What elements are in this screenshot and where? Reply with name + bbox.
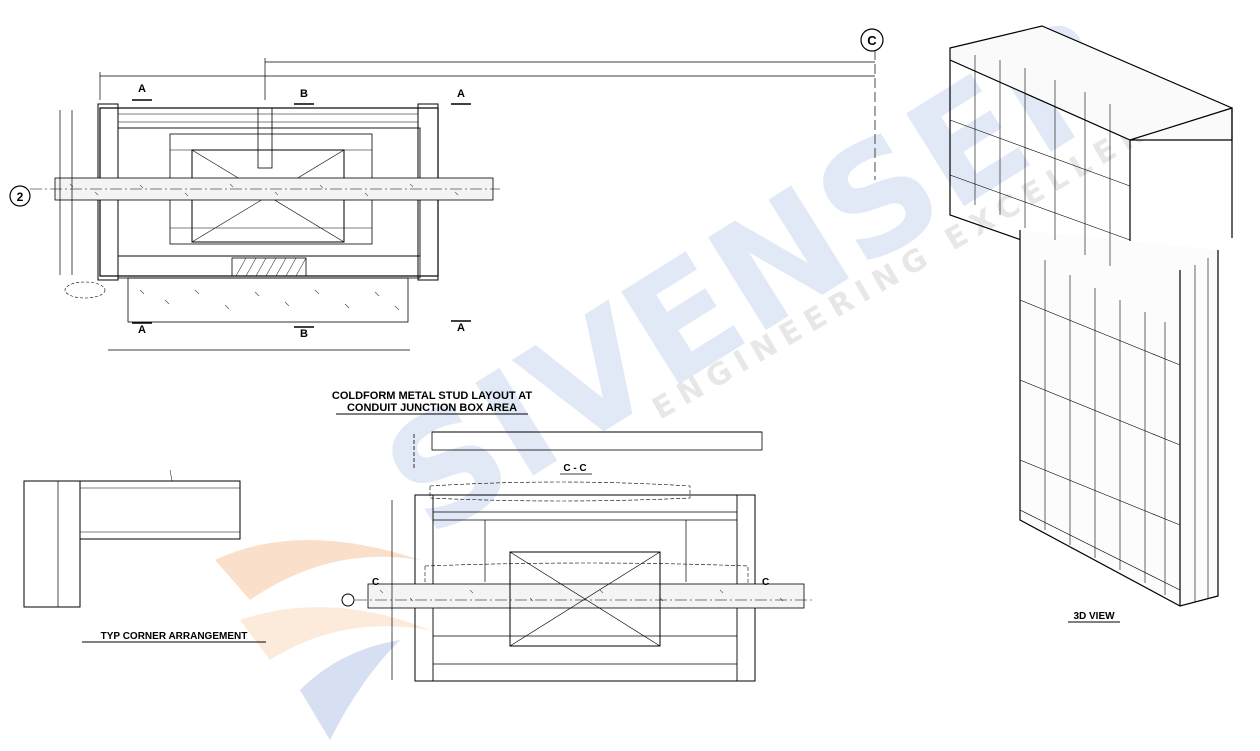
section-c-c: C - C [413, 431, 763, 475]
cloud-top [429, 481, 691, 502]
gridline-c-label: C [867, 33, 877, 48]
section-title: C - C [563, 463, 586, 474]
hatched-patch [231, 257, 307, 277]
junction-box-lower [509, 551, 661, 647]
gridline-c-bubble [860, 28, 884, 52]
watermark-swoosh-orange [215, 540, 420, 600]
plan-title-line2: CONDUIT JUNCTION BOX AREA [347, 402, 517, 414]
frame-3d-view [949, 25, 1233, 607]
view3d-title: 3D VIEW [1073, 611, 1115, 622]
corner-detail [23, 469, 241, 608]
gridline-2-bubble-lower [341, 593, 355, 607]
cloud-mid [424, 562, 749, 588]
callout-cloud [64, 281, 106, 299]
section-b-top: B [300, 88, 308, 100]
gridline-2-bubble [9, 185, 31, 207]
gridline-2-label: 2 [17, 190, 24, 204]
section-a-bottom-right: A [457, 322, 465, 334]
section-a-top-right: A [457, 88, 465, 100]
plan-title-line1: COLDFORM METAL STUD LAYOUT AT [332, 390, 533, 402]
concrete-band-lower [367, 583, 805, 609]
plan-view: C 2 [9, 28, 884, 351]
section-a-bottom-left: A [138, 324, 146, 336]
section-c-left: C [372, 577, 379, 588]
section-a-top-left: A [138, 83, 146, 95]
corner-title: TYP CORNER ARRANGEMENT [101, 631, 248, 642]
section-c-right: C [762, 577, 769, 588]
watermark-swoosh-blue [300, 640, 400, 740]
watermark-swoosh-orange-2 [240, 607, 430, 660]
elevation-view: C C [341, 481, 815, 682]
section-b-bottom: B [300, 328, 308, 340]
